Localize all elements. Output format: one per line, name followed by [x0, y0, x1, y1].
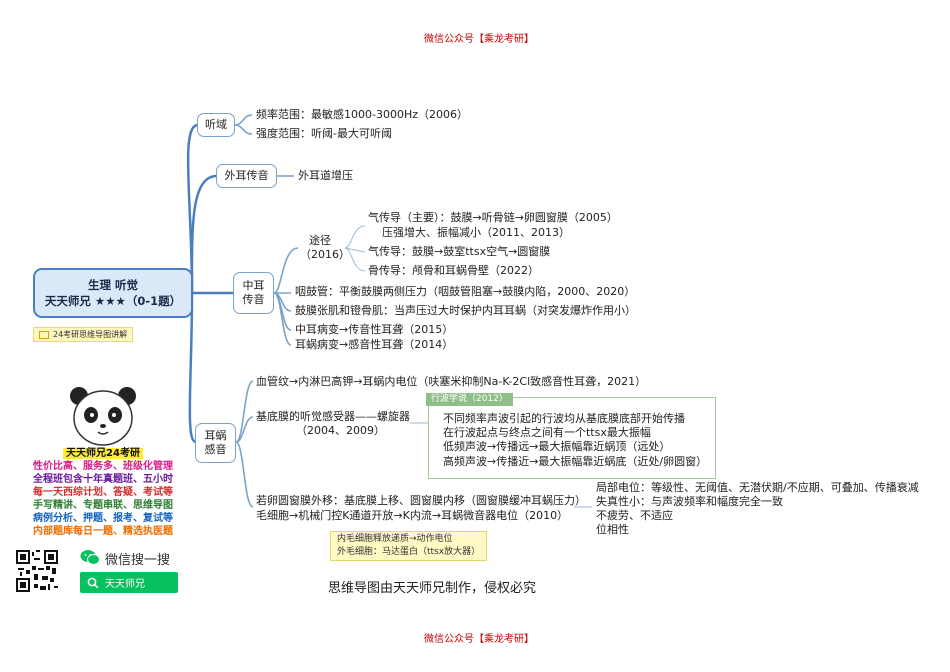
- root-subtitle: 天天师兄 ★★★（0-1题）: [44, 294, 182, 308]
- promo-line: 病例分析、押题、报考、复试等: [33, 513, 173, 524]
- node-outer-ear[interactable]: 外耳传音: [216, 164, 277, 188]
- wave-item-1: 不同频率声波引起的行波均从基底膜底部开始传播: [443, 412, 685, 425]
- basilar-line-2: （2004、2009）: [296, 424, 385, 437]
- outer-ear-item: 外耳道增压: [298, 169, 353, 182]
- promo-lines: 性价比高、服务多、班级化管理全程班包含十年真题班、五小时每一天西综计划、答疑、考…: [18, 460, 188, 538]
- local-potential-4: 位相性: [596, 523, 629, 536]
- middle-ear-muscles: 鼓膜张肌和镫骨肌：当声压过大时保护内耳耳蜗（对突发爆炸作用小）: [295, 304, 636, 317]
- promo-line: 每一天西综计划、答疑、考试等: [33, 487, 173, 498]
- pathway-year: （2016）: [300, 248, 350, 261]
- traveling-wave-tag: 行波学说（2012）: [426, 393, 513, 406]
- root-note-text: 24考研思维导图讲解: [53, 330, 128, 339]
- promo-block: 天天师兄24考研 性价比高、服务多、班级化管理全程班包含十年真题班、五小时每一天…: [18, 447, 188, 538]
- search-icon: [87, 577, 99, 588]
- promo-line: 全程班包含十年真题班、五小时: [33, 474, 173, 485]
- traveling-wave-box: [428, 397, 716, 479]
- hearing-frequency-range: 频率范围：最敏感1000-3000Hz（2006）: [256, 108, 468, 121]
- cochlea-label-1: 耳蜗: [204, 429, 227, 442]
- middle-ear-label-1: 中耳: [242, 279, 265, 292]
- wave-item-3: 低频声波→传播远→最大振幅靠近蜗顶（远处）: [443, 440, 671, 453]
- local-potential-2: 失真性小：与声波频率和幅度完全一致: [596, 495, 783, 508]
- node-pathway[interactable]: 途径 （2016）: [300, 234, 350, 262]
- promo-line: 性价比高、服务多、班级化管理: [33, 461, 173, 472]
- air-conduction-alt: 气传导：鼓膜→鼓室ttsx空气→圆窗膜: [368, 245, 551, 258]
- local-potential-1: 局部电位：等级性、无阈值、无潜伏期/不应期、可叠加、传播衰减: [596, 481, 919, 494]
- endocochlear-potential: 血管纹→内淋巴高钾→耳蜗内电位（呋塞米抑制Na-K-2Cl致感音性耳聋，2021…: [256, 375, 647, 388]
- conductive-deafness: 中耳病变→传音性耳聋（2015）: [295, 323, 454, 336]
- wave-item-2: 在行波起点与终点之间有一个ttsx最大振幅: [443, 426, 651, 439]
- wechat-icon: [80, 550, 100, 565]
- inner-hair-cell-note: 内毛细胞释放递质→动作电位: [337, 534, 453, 544]
- eustachian-tube: 咽鼓管：平衡鼓膜两侧压力（咽鼓管阻塞→鼓膜内陷，2000、2020）: [295, 285, 636, 298]
- qr-code-icon: [16, 550, 58, 592]
- wave-item-4: 高频声波→传播近→最大振幅靠近蜗底（近处/卵圆窗）: [443, 455, 708, 468]
- root-title: 生理 听觉: [87, 278, 138, 292]
- promo-line: 内部题库每日一题、精选执医题: [33, 526, 173, 537]
- promo-title-row: 天天师兄24考研: [18, 447, 188, 460]
- promo-line: 手写精讲、专题串联、思维导图: [33, 500, 173, 511]
- outer-hair-cell-note: 外毛细胞：马达蛋白（ttsx放大器）: [337, 547, 481, 557]
- hearing-intensity-range: 强度范围：听阈-最大可听阈: [256, 127, 392, 140]
- oval-window-line: 若卵圆窗膜外移：基底膜上移、圆窗膜内移（圆窗膜缓冲耳蜗压力）: [256, 494, 586, 507]
- pathway-label: 途径: [309, 234, 331, 247]
- sensorineural-deafness: 耳蜗病变→感音性耳聋（2014）: [295, 338, 454, 351]
- hair-cell-potential-line: 毛细胞→机械门控K通道开放→K内流→耳蜗微音器电位（2010）: [256, 509, 569, 522]
- node-hearing-range[interactable]: 听域: [197, 113, 235, 137]
- middle-ear-label-2: 传音: [242, 293, 265, 306]
- node-middle-ear[interactable]: 中耳 传音: [233, 272, 274, 314]
- copyright-text: 思维导图由天天师兄制作，侵权必究: [328, 581, 537, 596]
- search-term: 天天师兄: [105, 579, 145, 590]
- promo-title: 天天师兄24考研: [63, 448, 143, 459]
- wechat-search-box[interactable]: 天天师兄: [80, 572, 178, 593]
- root-note: 24考研思维导图讲解: [33, 327, 134, 342]
- root-node[interactable]: 生理 听觉 天天师兄 ★★★（0-1题）: [33, 268, 193, 318]
- bone-conduction: 骨传导：颅骨和耳蜗骨壁（2022）: [368, 264, 539, 277]
- local-potential-3: 不疲劳、不适应: [596, 509, 673, 522]
- hair-cell-note: 内毛细胞释放递质→动作电位 外毛细胞：马达蛋白（ttsx放大器）: [330, 531, 488, 561]
- air-conduction-main: 气传导（主要）：鼓膜→听骨链→卵圆窗膜（2005）: [368, 211, 618, 224]
- wechat-search-label: 微信搜一搜: [105, 553, 171, 568]
- table-icon: [39, 330, 49, 339]
- cochlea-label-2: 感音: [204, 443, 227, 456]
- basilar-line-1: 基底膜的听觉感受器——螺旋器: [256, 410, 410, 423]
- header-watermark: 微信公众号【乘龙考研】: [424, 34, 534, 45]
- air-conduction-main-detail: 压强增大、振幅减小（2011、2013）: [382, 226, 570, 239]
- panda-mascot-icon: [70, 387, 136, 446]
- footer-watermark: 微信公众号【乘龙考研】: [424, 634, 534, 645]
- node-cochlea[interactable]: 耳蜗 感音: [195, 423, 236, 463]
- basilar-membrane-receptor: 基底膜的听觉感受器——螺旋器 （2004、2009）: [256, 410, 410, 438]
